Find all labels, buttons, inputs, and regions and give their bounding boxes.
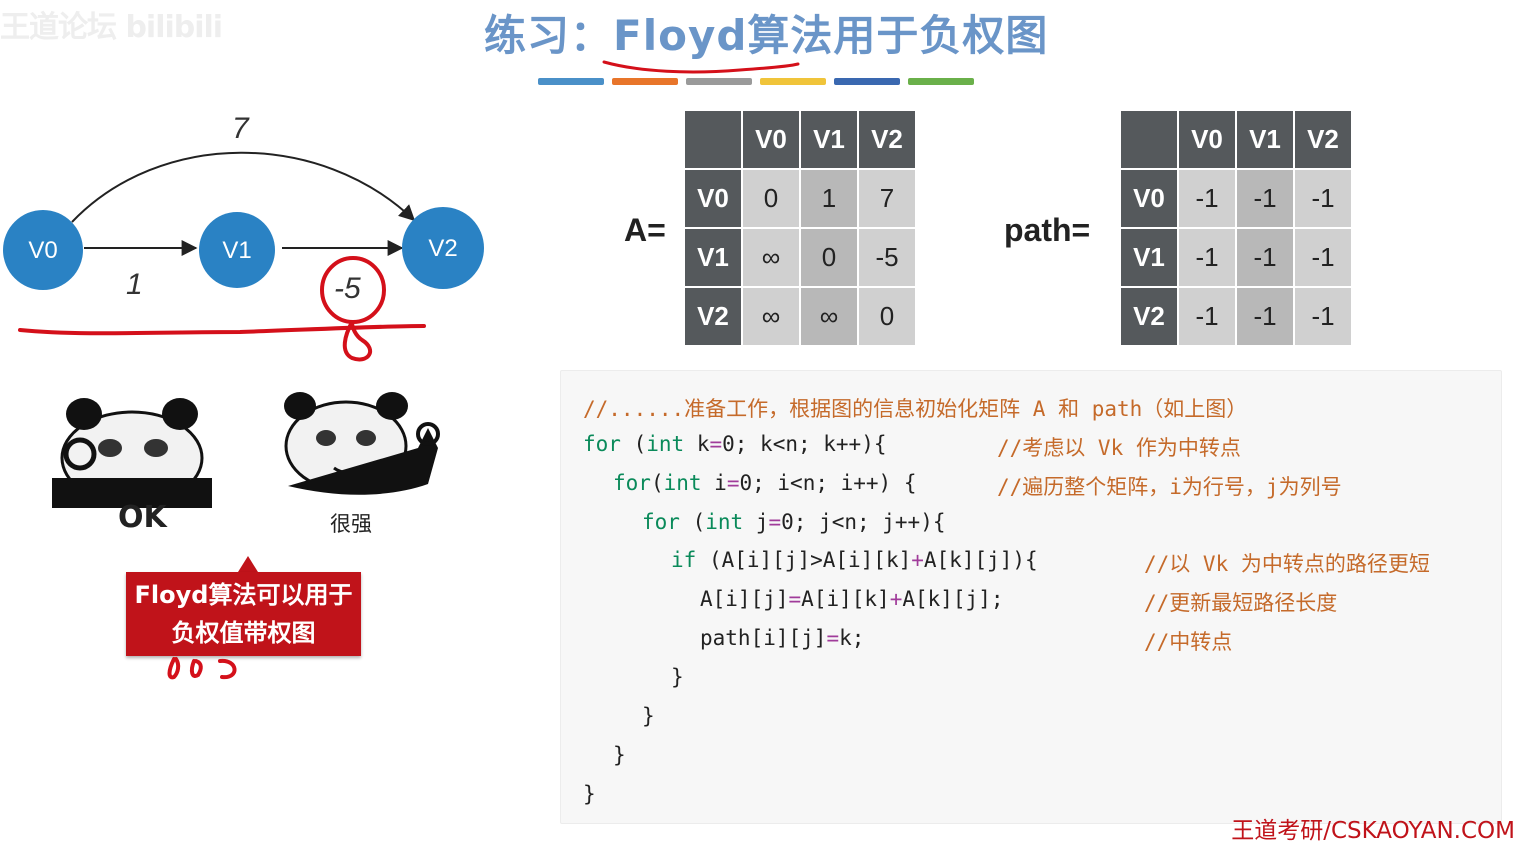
code-block: //......准备工作，根据图的信息初始化矩阵 A 和 path（如上图） f…	[560, 370, 1502, 824]
red-underline-annotation	[18, 324, 426, 336]
matrix-row: V1-1-1-1	[1119, 227, 1353, 288]
colorbar-segment	[538, 78, 604, 85]
matrix-row-header: V2	[1119, 286, 1179, 347]
watermark: 王道论坛 bilibili	[0, 10, 223, 45]
matrix-cell: 0	[857, 286, 917, 347]
code-comment-2: //考虑以 Vk 作为中转点	[997, 436, 1241, 460]
matrix-cell: 7	[857, 168, 917, 229]
matrix-cell: -1	[1177, 227, 1237, 288]
code-line-3: for(int i=0; i<n; i++) {	[613, 471, 917, 495]
code-close-for-j: }	[642, 704, 655, 728]
matrix-row: V1∞0-5	[683, 227, 917, 288]
meme-caption-strong: 很强	[330, 512, 372, 536]
colorbar-segment	[686, 78, 752, 85]
matrix-row-header: V0	[1119, 168, 1179, 229]
matrix-cell: -1	[1235, 286, 1295, 347]
node-v0: V0	[3, 210, 83, 290]
matrix-row-header: V2	[683, 286, 743, 347]
code-line-4: for (int j=0; j<n; j++){	[642, 510, 946, 534]
matrix-cell: 0	[799, 227, 859, 288]
edge-label-v1-v2: -5	[334, 272, 361, 305]
matrix-row-header: V1	[1119, 227, 1179, 288]
colorbar-segment	[834, 78, 900, 85]
slide-title: 练习：Floyd算法用于负权图	[484, 11, 1049, 60]
matrix-corner-cell	[1119, 109, 1179, 170]
matrix-col-header: V1	[1235, 109, 1295, 170]
graph-diagram: 7 1 -5 V0 V1 V2	[3, 112, 484, 362]
node-label-v1: V1	[222, 237, 251, 264]
node-label-v0: V0	[28, 237, 57, 264]
matrix-row: V2-1-1-1	[1119, 286, 1353, 347]
callout-pointer	[238, 556, 258, 572]
matrix-cell: -1	[1177, 286, 1237, 347]
code-comment-7: //中转点	[1144, 630, 1233, 654]
matrix-col-header: V0	[741, 109, 801, 170]
code-close-for-k: }	[583, 782, 596, 806]
matrix-a-label: A=	[624, 212, 666, 248]
node-v1: V1	[199, 212, 275, 288]
matrix-cell: -1	[1293, 168, 1353, 229]
panda-ok-meme	[52, 398, 212, 508]
matrix-cell: 0	[741, 168, 801, 229]
code-line-5: if (A[i][j]>A[i][k]+A[k][j]){	[671, 548, 1038, 572]
matrix-cell: -5	[857, 227, 917, 288]
matrix-row: V2∞∞0	[683, 286, 917, 347]
code-close-for-i: }	[613, 743, 626, 767]
matrix-cell: -1	[1293, 286, 1353, 347]
edge-label-v0-v1: 1	[126, 268, 143, 301]
matrix-row-header: V1	[683, 227, 743, 288]
matrix-row: V0-1-1-1	[1119, 168, 1353, 229]
red-scribble-annotation	[167, 657, 237, 680]
matrix-row-header: V0	[683, 168, 743, 229]
callout-line2: 负权值带权图	[171, 619, 316, 647]
matrix-cell: ∞	[741, 227, 801, 288]
node-v2: V2	[402, 207, 484, 289]
matrix-cell: -1	[1235, 227, 1295, 288]
meme-caption-ok: OK	[118, 500, 167, 535]
matrix-corner-cell	[683, 109, 743, 170]
red-knot-annotation	[342, 321, 373, 362]
callout-box: Floyd算法可以用于 负权值带权图	[126, 572, 361, 656]
code-comment-3: //遍历整个矩阵，i为行号，j为列号	[997, 475, 1342, 499]
colorbar-segment	[612, 78, 678, 85]
matrix-cell: 1	[799, 168, 859, 229]
code-comment-6: //更新最短路径长度	[1144, 591, 1338, 615]
colorbar-segment	[908, 78, 974, 85]
callout-line1: Floyd算法可以用于	[134, 581, 353, 609]
code-comment-5: //以 Vk 为中转点的路径更短	[1144, 552, 1430, 576]
matrix-col-header: V2	[1293, 109, 1353, 170]
matrix-cell: -1	[1235, 168, 1295, 229]
matrix-col-header: V0	[1177, 109, 1237, 170]
code-close-if: }	[671, 665, 684, 689]
code-line-2: for (int k=0; k<n; k++){	[583, 432, 887, 456]
matrix-cell: -1	[1177, 168, 1237, 229]
code-line-7: path[i][j]=k;	[700, 626, 865, 650]
matrix-cell: ∞	[741, 286, 801, 347]
colorbar-segment	[760, 78, 826, 85]
matrix-col-header: V1	[799, 109, 859, 170]
matrix-cell: -1	[1293, 227, 1353, 288]
matrix-path-label: path=	[1004, 212, 1091, 248]
edge-label-v0-v2: 7	[232, 112, 250, 145]
node-label-v2: V2	[428, 235, 457, 262]
edge-v0-v2	[71, 151, 416, 223]
panda-strong-meme	[284, 392, 440, 495]
title-underline-annotation	[602, 60, 800, 74]
matrix-col-header: V2	[857, 109, 917, 170]
code-line-6: A[i][j]=A[i][k]+A[k][j];	[700, 587, 1004, 611]
footer-brand: 王道考研/CSKAOYAN.COM	[1231, 818, 1515, 844]
code-line-1: //......准备工作，根据图的信息初始化矩阵 A 和 path（如上图）	[583, 397, 1248, 421]
matrix-cell: ∞	[799, 286, 859, 347]
